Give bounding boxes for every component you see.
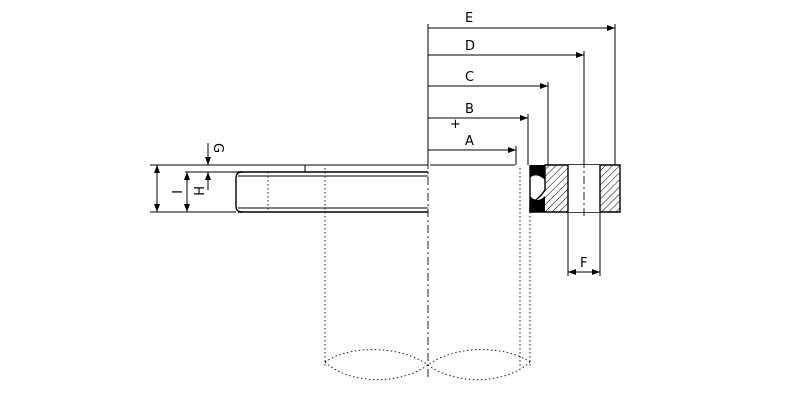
dimension-C: C bbox=[428, 70, 549, 165]
label-B: B bbox=[465, 102, 474, 117]
dimension-G: G bbox=[205, 143, 225, 190]
label-C: C bbox=[465, 70, 474, 85]
label-H: H bbox=[190, 186, 205, 196]
dimension-E: E bbox=[428, 11, 616, 165]
label-A: A bbox=[465, 134, 474, 149]
center-plus-mark: + bbox=[450, 117, 461, 132]
label-G: G bbox=[210, 143, 225, 153]
dimension-H: H bbox=[184, 171, 238, 212]
dimension-D: D bbox=[428, 39, 585, 165]
dimension-B: B + bbox=[428, 102, 529, 165]
flange-section-right bbox=[529, 160, 621, 218]
label-F: F bbox=[580, 256, 587, 271]
dimension-I: I bbox=[150, 164, 305, 213]
dimension-F: F bbox=[567, 212, 601, 276]
label-I: I bbox=[168, 190, 183, 194]
dimension-A: A bbox=[428, 134, 517, 165]
label-E: E bbox=[465, 11, 473, 26]
flange-plate-left bbox=[235, 164, 515, 213]
label-D: D bbox=[465, 39, 475, 54]
